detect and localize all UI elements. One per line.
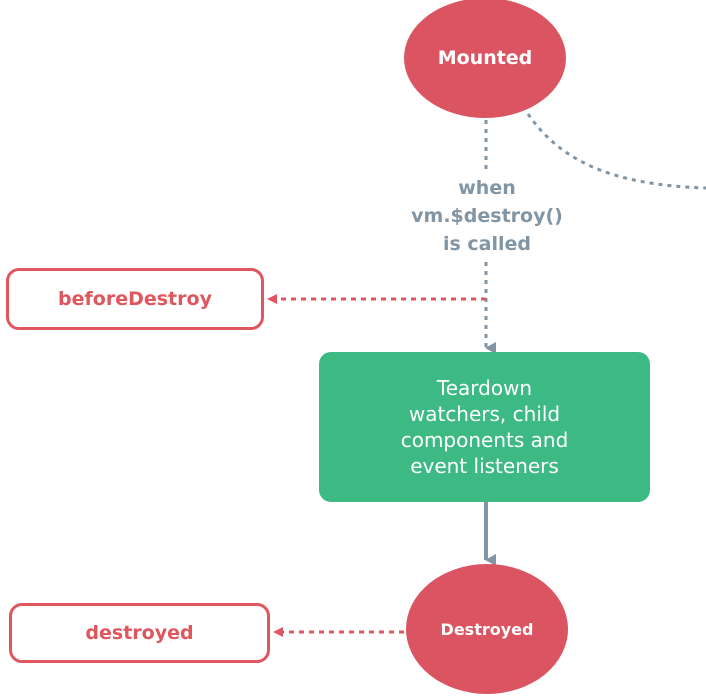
before-destroy-label: beforeDestroy: [58, 288, 212, 310]
curve-connector: [526, 113, 706, 190]
mounted-node: Mounted: [404, 0, 566, 118]
destroyed-label: Destroyed: [440, 619, 534, 639]
destroyed-hook: destroyed: [9, 603, 270, 663]
before-destroy-hook: beforeDestroy: [6, 268, 264, 330]
condition-label: when vm.$destroy() is called: [372, 174, 602, 258]
teardown-process-box: Teardown watchers, child components and …: [319, 352, 650, 502]
destroyed-node: Destroyed: [406, 564, 568, 694]
mounted-label: Mounted: [437, 47, 533, 69]
destroyed-hook-label: destroyed: [85, 622, 194, 644]
